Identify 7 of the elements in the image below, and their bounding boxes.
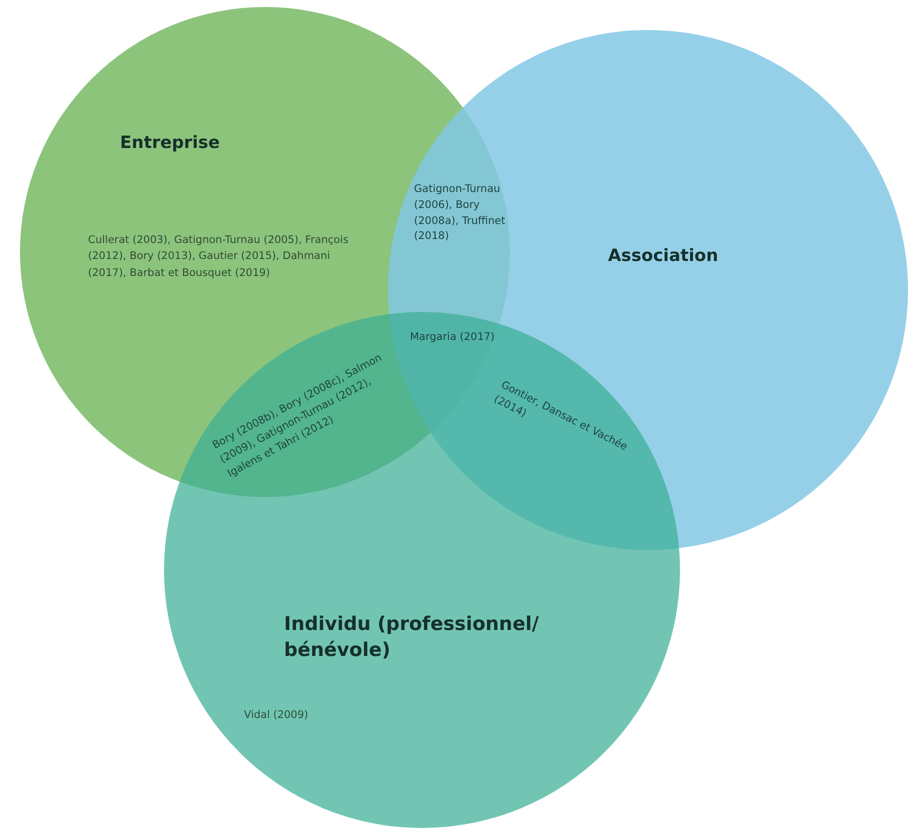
set-title: Association <box>608 245 720 268</box>
overlap-references: Margaria (2017) <box>410 330 496 345</box>
reference-list: Cullerat (2003), Gatignon-Turnau (2005), François (2012), Bory (2013), Gautier (2015), Dahmani (2017), Barbat et Bousquet (2019) <box>88 232 358 281</box>
reference-list: Vidal (2009) <box>244 707 394 724</box>
set-title: Individu (professionnel/ bénévole) <box>284 612 540 663</box>
set-title: Entreprise <box>120 132 221 155</box>
overlap-references: Gatignon-Turnau (2006), Bory (2008a), Truffinet (2018) <box>414 182 506 244</box>
